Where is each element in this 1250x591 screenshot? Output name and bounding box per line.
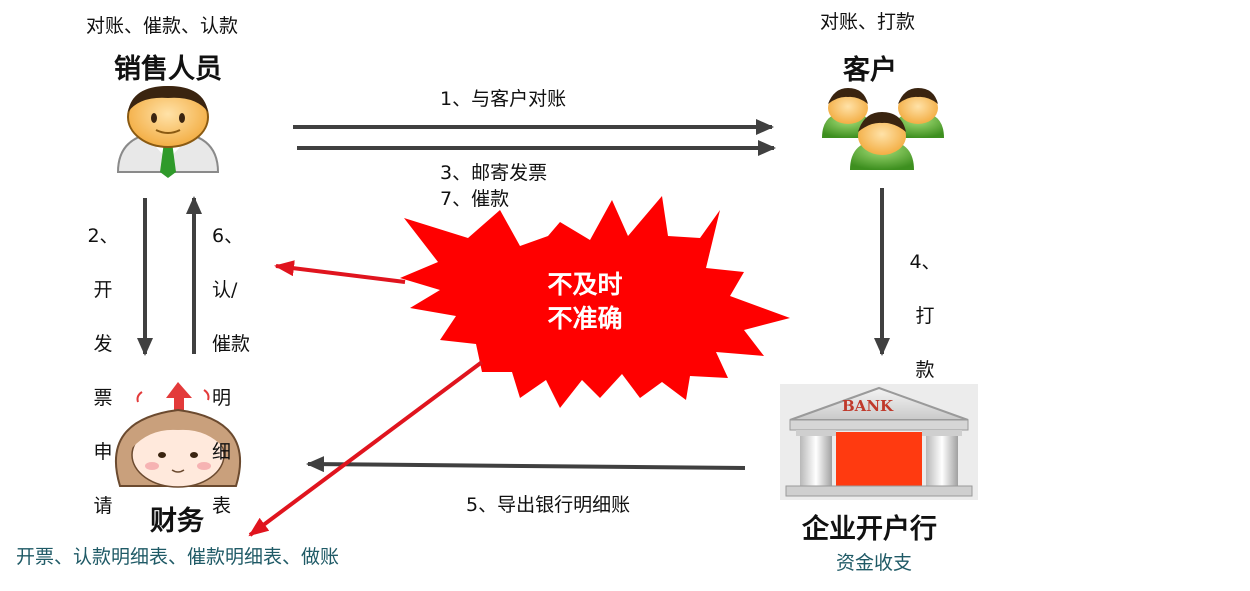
bank-role-label: 企业开户行 <box>802 514 937 545</box>
finance-tasks: 开票、认款明细表、催款明细表、做账 <box>16 546 340 568</box>
flow-step6-line: 认/ <box>212 279 238 301</box>
bank-icon <box>780 384 978 500</box>
flow-step1-label: 1、与客户对账 <box>440 88 567 110</box>
finance-role-label: 财务 <box>150 506 204 537</box>
flow-step4-label: 4、 打 款 <box>908 222 942 411</box>
bank-tasks: 资金收支 <box>836 552 913 574</box>
flow-step6-line: 6、 <box>212 225 244 247</box>
flow-step6-line: 表 <box>212 495 232 517</box>
bank-sign: BANK <box>842 397 894 415</box>
customer-role-label: 客户 <box>843 55 897 86</box>
arrow-step5 <box>306 456 746 473</box>
sales-role-label: 销售人员 <box>114 54 222 85</box>
customer-group-icon <box>822 88 944 170</box>
problem-line: 不准确 <box>547 304 623 333</box>
flow-step2-line: 2、 <box>87 225 119 247</box>
flow-step4-line: 4、 <box>909 251 941 273</box>
flow-step6-line: 细 <box>212 441 232 463</box>
flow-step2-line: 发 <box>93 333 113 355</box>
flow-step5-label: 5、导出银行明细账 <box>466 494 631 516</box>
flow-step4-line: 打 <box>915 305 935 327</box>
flow-step2-line: 申 <box>93 441 113 463</box>
problem-arrow-to-sales <box>274 260 406 284</box>
sales-tasks: 对账、催款、认款 <box>86 15 239 37</box>
flow-step2-label: 2、 开 发 票 申 请 <box>86 196 120 547</box>
flow-step6-line: 催款 <box>212 333 251 355</box>
flow-step3-label: 3、邮寄发票 <box>440 162 548 184</box>
flow-step2-line: 开 <box>93 279 113 301</box>
problem-line: 不及时 <box>547 270 623 299</box>
flow-step6-line: 明 <box>212 387 232 409</box>
problem-arrow-to-finance <box>248 360 484 537</box>
flow-step4-line: 款 <box>915 359 935 381</box>
problem-burst <box>400 196 790 408</box>
finance-person-icon <box>115 382 241 488</box>
problem-text: 不及时 不准确 <box>530 268 640 336</box>
flow-step7-label: 7、催款 <box>440 188 510 210</box>
customer-tasks: 对账、打款 <box>820 11 916 33</box>
sales-person-icon <box>116 86 220 178</box>
flow-step2-line: 票 <box>93 387 113 409</box>
flow-step2-line: 请 <box>93 495 113 517</box>
flow-step6-label: 6、 认/ 催款 明 细 表 <box>212 196 266 547</box>
